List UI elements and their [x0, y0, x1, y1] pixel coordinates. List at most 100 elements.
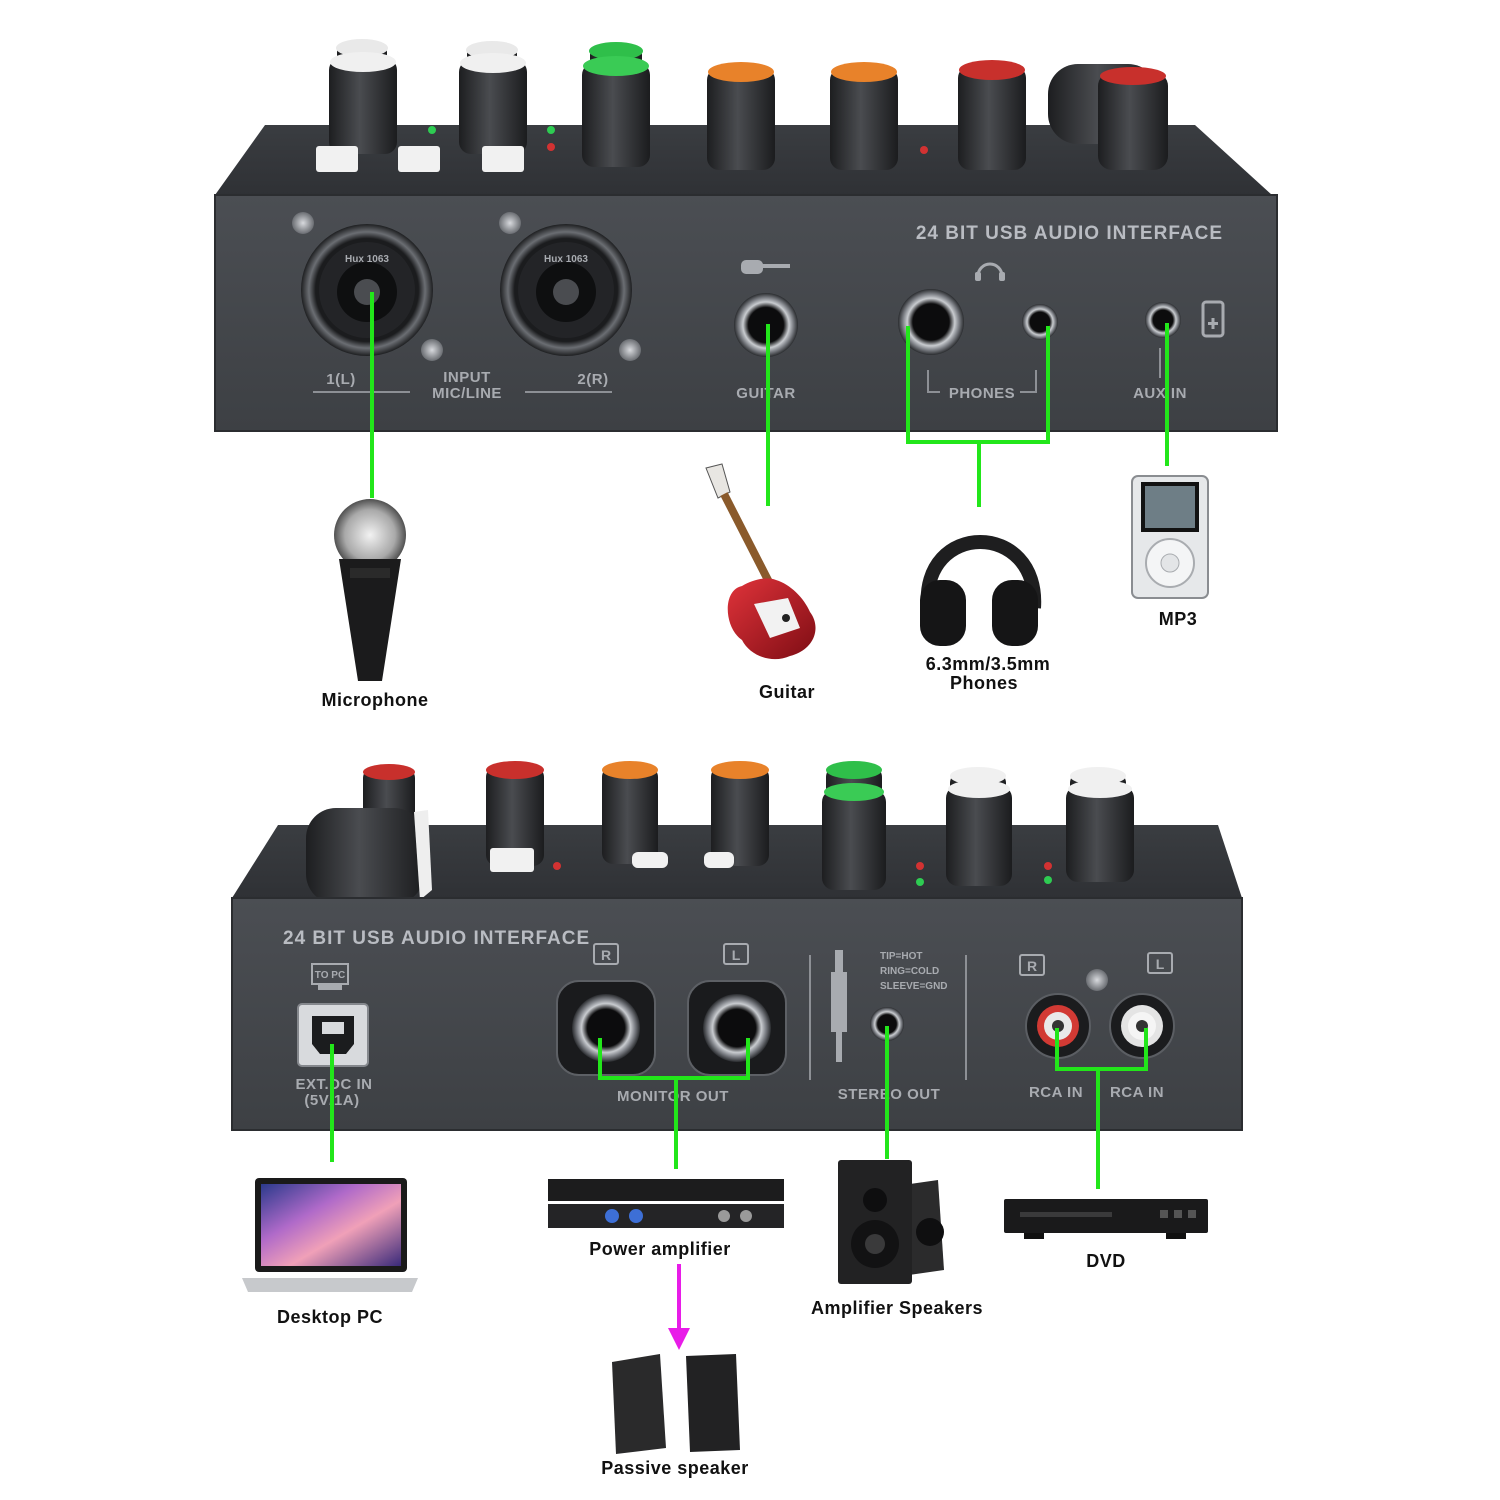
top-panel-title: 24 BIT USB AUDIO INTERFACE	[916, 223, 1223, 244]
bottom-interface-panel: 24 BIT USB AUDIO INTERFACE TO PC EXT.DC …	[231, 761, 1243, 1131]
power-amplifier-device: Power amplifier	[548, 1179, 784, 1259]
headphones-icon	[975, 262, 1005, 281]
level-knob-green[interactable]	[822, 761, 886, 890]
rca-r-badge	[1019, 954, 1045, 976]
mute-button-1[interactable]	[316, 146, 358, 172]
phones-label: PHONES	[949, 385, 1015, 402]
phones-label-line-2: Phones	[950, 673, 1018, 693]
input-2-label: 2(R)	[577, 371, 608, 388]
mute-button[interactable]	[704, 852, 734, 868]
usb-b-port[interactable]	[297, 1003, 369, 1067]
gain-knob-1[interactable]	[1066, 767, 1134, 882]
rca-l-label: L	[1156, 956, 1165, 972]
trs-plug-icon	[831, 950, 847, 1062]
rca-in-jack-l[interactable]	[1109, 993, 1175, 1059]
led-indicator	[1044, 862, 1052, 870]
xlr-brand-label: Hux 1063	[345, 254, 389, 265]
mute-button[interactable]	[632, 852, 668, 868]
bottom-knobs	[306, 761, 1134, 904]
gain-knob-1[interactable]	[329, 39, 397, 154]
monitor-out-jack-r[interactable]	[556, 980, 656, 1076]
laptop-device: Desktop PC	[242, 1178, 418, 1327]
led-indicator	[916, 862, 924, 870]
led-indicator	[553, 862, 561, 870]
eq-knob-orange-1[interactable]	[707, 62, 775, 170]
phones-label-line-1: 6.3mm/3.5mm	[926, 654, 1051, 674]
led-indicator	[428, 126, 436, 134]
guitar-device: Guitar	[705, 463, 816, 702]
ring-label: RING=COLD	[880, 966, 939, 977]
monitor-out-label: MONITOR OUT	[617, 1088, 729, 1105]
gain-knob-2[interactable]	[946, 767, 1012, 886]
xlr-combo-jack-2[interactable]: Hux 1063	[500, 224, 632, 356]
arrow-amplifier-to-passive-speaker	[668, 1264, 690, 1350]
aux-in-jack[interactable]	[1145, 302, 1181, 338]
input-1-label: 1(L)	[326, 371, 356, 388]
monitor-r-label: R	[601, 947, 611, 963]
tip-label: TIP=HOT	[880, 951, 923, 962]
led-indicator	[547, 126, 555, 134]
eq-knob-orange-1[interactable]	[602, 761, 658, 864]
main-volume-knob[interactable]	[306, 764, 432, 904]
guitar-label: Guitar	[759, 682, 815, 702]
rca-r-label: R	[1027, 958, 1037, 974]
passive-speaker-label: Passive speaker	[601, 1458, 749, 1478]
sleeve-label: SLEEVE=GND	[880, 981, 948, 992]
top-connection-wires	[370, 292, 1169, 507]
rca-in-label-1: RCA IN	[1029, 1084, 1083, 1101]
bottom-connection-wires	[330, 1026, 1148, 1189]
led-indicator	[1044, 876, 1052, 884]
led-indicator	[920, 146, 928, 154]
input-heading-1: INPUT	[443, 369, 491, 386]
mp3-device: MP3	[1131, 475, 1209, 629]
to-pc-label: TO PC	[315, 970, 345, 981]
dvd-label: DVD	[1086, 1251, 1126, 1271]
guitar-icon	[741, 260, 790, 274]
passive-speaker-device: Passive speaker	[601, 1354, 749, 1478]
eq-knob-orange-2[interactable]	[830, 62, 898, 170]
channel-l-badge	[723, 943, 749, 965]
screw	[421, 339, 443, 361]
monitor-l-label: L	[732, 947, 741, 963]
amplifier-speakers-device: Amplifier Speakers	[811, 1160, 983, 1318]
volume-knob-red[interactable]	[958, 60, 1026, 170]
volume-knob-red[interactable]	[486, 761, 544, 866]
mute-button[interactable]	[490, 848, 534, 872]
microphone-device: Microphone	[322, 499, 429, 710]
power-amplifier-label: Power amplifier	[589, 1239, 731, 1259]
led-indicator	[547, 143, 555, 151]
rca-in-label-2: RCA IN	[1110, 1084, 1164, 1101]
screw	[499, 212, 521, 234]
rca-l-badge	[1147, 952, 1173, 974]
mute-button-3[interactable]	[482, 146, 524, 172]
to-pc-icon: TO PC	[311, 963, 349, 990]
top-interface-panel: 24 BIT USB AUDIO INTERFACE Hux 1063 Hux …	[214, 39, 1278, 432]
channel-r-badge	[593, 943, 619, 965]
mute-button-2[interactable]	[398, 146, 440, 172]
amplifier-speakers-label: Amplifier Speakers	[811, 1298, 983, 1318]
eq-knob-orange-2[interactable]	[711, 761, 769, 866]
screw	[1086, 969, 1108, 991]
top-knobs	[316, 39, 1168, 172]
phones-bracket	[927, 370, 1037, 393]
gain-knob-2[interactable]	[459, 41, 527, 154]
xlr-combo-jack-1[interactable]: Hux 1063	[301, 224, 433, 356]
screw	[292, 212, 314, 234]
input-heading-2: MIC/LINE	[432, 385, 502, 402]
mp3-player-icon	[1201, 300, 1225, 338]
microphone-label: Microphone	[322, 690, 429, 710]
level-knob-green[interactable]	[582, 42, 650, 167]
headphones-device: 6.3mm/3.5mm Phones	[920, 535, 1051, 693]
stereo-out-jack[interactable]	[870, 1007, 904, 1041]
desktop-pc-label: Desktop PC	[277, 1307, 383, 1327]
rca-in-jack-r[interactable]	[1025, 993, 1091, 1059]
led-indicator	[916, 878, 924, 886]
main-volume-knob[interactable]	[1048, 64, 1168, 170]
monitor-out-jack-l[interactable]	[687, 980, 787, 1076]
guitar-jack-label: GUITAR	[736, 385, 795, 402]
bottom-panel-title: 24 BIT USB AUDIO INTERFACE	[283, 928, 590, 949]
phones-jack-3-5mm[interactable]	[1022, 304, 1058, 340]
xlr-brand-label: Hux 1063	[544, 254, 588, 265]
phones-jack-6-3mm[interactable]	[898, 289, 964, 355]
